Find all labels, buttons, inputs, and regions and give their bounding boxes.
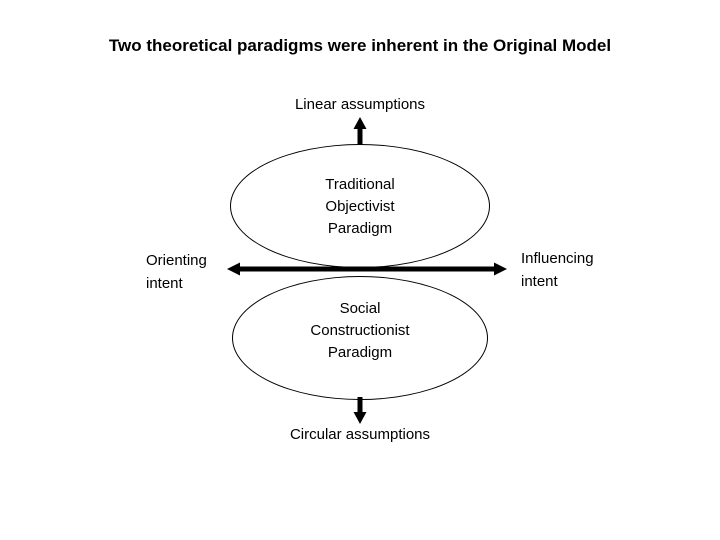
left-right-arrow-icon bbox=[227, 262, 507, 276]
influencing-intent-label: Influencing intent bbox=[521, 247, 594, 293]
top-ellipse-text: Traditional Objectivist Paradigm bbox=[230, 174, 490, 240]
bottom-ellipse-line2: Constructionist bbox=[310, 322, 410, 339]
circular-assumptions-label: Circular assumptions bbox=[289, 426, 431, 443]
down-arrow-shape bbox=[353, 397, 367, 424]
top-ellipse-line1: Traditional bbox=[325, 176, 395, 193]
orienting-line2: intent bbox=[146, 275, 183, 292]
bottom-ellipse-line1: Social bbox=[339, 300, 381, 317]
left-right-arrow-shape bbox=[227, 262, 507, 276]
influencing-line2: intent bbox=[521, 273, 558, 290]
linear-assumptions-label: Linear assumptions bbox=[294, 96, 426, 113]
up-arrow-shape bbox=[353, 117, 367, 145]
bottom-ellipse-text: Social Constructionist Paradigm bbox=[232, 298, 488, 364]
up-arrow-icon bbox=[353, 117, 367, 145]
influencing-line1: Influencing bbox=[521, 250, 594, 267]
down-arrow-icon bbox=[353, 397, 367, 424]
orienting-intent-label: Orienting intent bbox=[146, 249, 207, 295]
top-ellipse-line3: Paradigm bbox=[327, 220, 393, 237]
top-ellipse-line2: Objectivist bbox=[325, 198, 395, 215]
slide-title: Two theoretical paradigms were inherent … bbox=[108, 36, 612, 55]
bottom-ellipse-line3: Paradigm bbox=[327, 344, 393, 361]
orienting-line1: Orienting bbox=[146, 252, 207, 269]
